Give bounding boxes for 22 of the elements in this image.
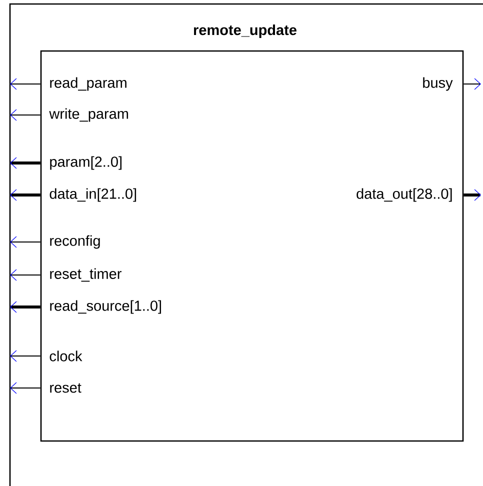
- pin-label: data_out[28..0]: [356, 188, 452, 202]
- pin-label: busy: [423, 77, 453, 91]
- pin-label: reconfig: [50, 235, 100, 249]
- pin-arrow: [464, 189, 481, 201]
- pin-arrow: [10, 189, 40, 201]
- pin-arrow: [10, 350, 40, 362]
- pin-label: param[2..0]: [50, 156, 122, 170]
- pin-arrow: [464, 78, 481, 90]
- pin-label: reset: [50, 383, 82, 393]
- pin-arrow: [10, 236, 40, 248]
- pin-label: data_in[21..0]: [50, 188, 136, 202]
- pin-arrow: [10, 382, 40, 394]
- pin-label: read_source[1..0]: [50, 300, 161, 314]
- pin-arrow: [10, 301, 40, 313]
- pin-arrow: [10, 269, 40, 281]
- pin-label: write_param: [49, 108, 128, 122]
- pin-arrow: [10, 157, 40, 169]
- pin-arrow: [10, 109, 40, 121]
- pin-label: read_param: [50, 77, 126, 91]
- pin-arrow: [10, 78, 40, 90]
- pin-label: reset_timer: [50, 268, 122, 282]
- pin-label: clock: [50, 350, 82, 362]
